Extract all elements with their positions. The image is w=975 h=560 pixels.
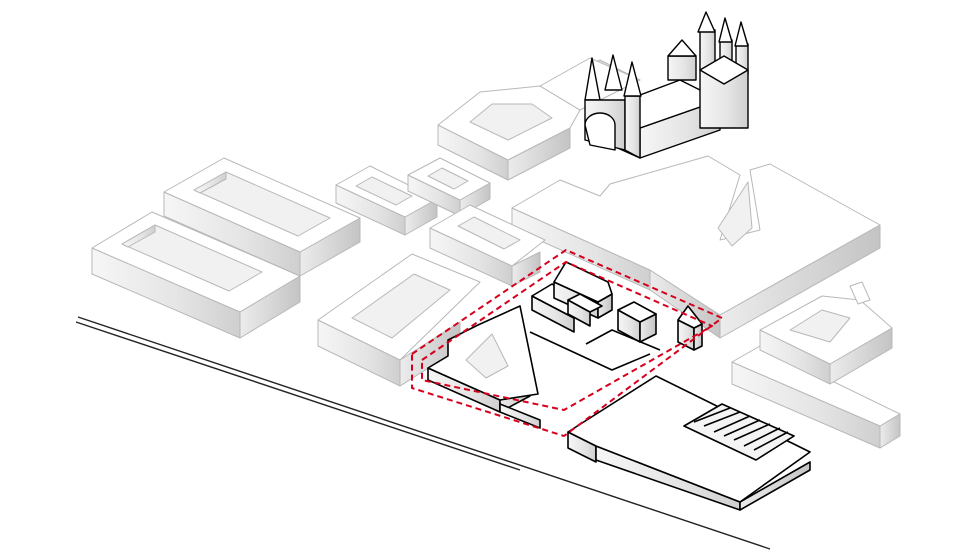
- road-line: [75, 316, 771, 550]
- site-boundary-outer: [411, 249, 723, 437]
- site-boundary-inner: [421, 261, 713, 411]
- site-courtyard-building: [427, 305, 541, 429]
- context-building-block-center: [429, 204, 546, 287]
- context-building-block-west-a: [91, 211, 301, 339]
- context-building-block-west-b: [163, 157, 361, 277]
- site-tower: [617, 301, 703, 351]
- cathedral: [584, 11, 749, 159]
- site-cluster-buildings: [531, 261, 613, 333]
- site-lower-block: [529, 329, 811, 511]
- context-building-block-east-small: [731, 281, 901, 449]
- glass-roof: [682, 403, 796, 461]
- context-building-block-south-west: [317, 253, 481, 387]
- context-building-block-north-small: [335, 157, 491, 236]
